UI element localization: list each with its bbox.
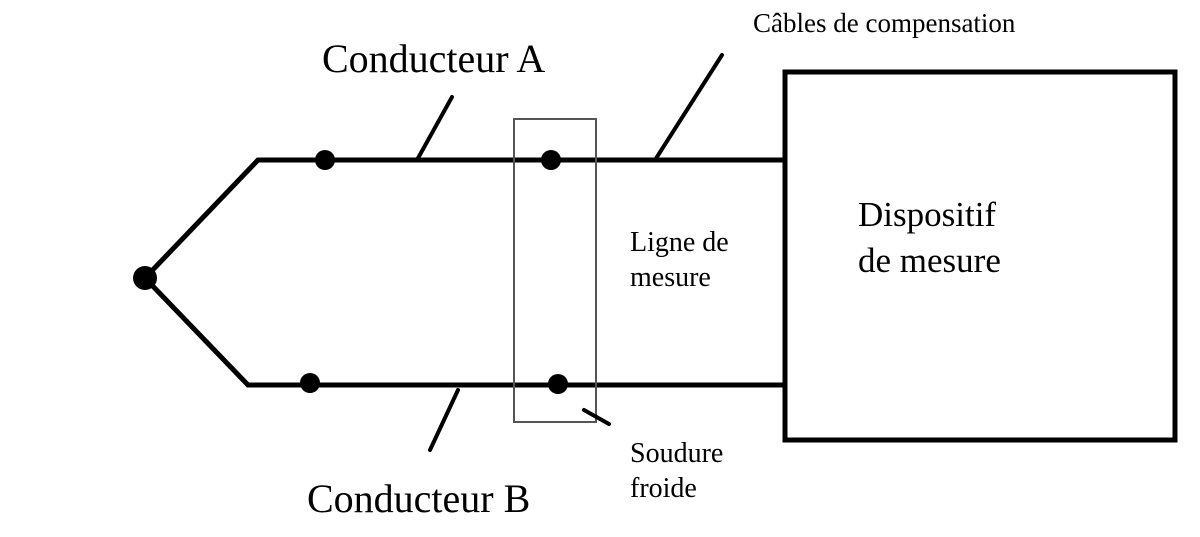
conductor-a-leader xyxy=(415,95,454,162)
measuring-device-label-line2: de mesure xyxy=(858,241,1001,280)
conductor-b-leader xyxy=(428,388,460,452)
conductor-b-wire xyxy=(142,275,788,388)
compensation-leader xyxy=(653,53,724,162)
measuring-line-label-line2: mesure xyxy=(630,262,711,293)
measuring-device-label-line1: Dispositif xyxy=(858,195,996,234)
compensation-cables-label: Câbles de compensation xyxy=(753,8,1016,38)
leader-lines xyxy=(415,53,724,452)
conductor-a-wire xyxy=(142,157,788,281)
cold-junction-leader xyxy=(582,408,611,426)
cold-junction-label-line1: Soudure xyxy=(630,438,723,469)
conductor-b-label: Conducteur B xyxy=(307,476,530,521)
conductor-a-label: Conducteur A xyxy=(322,36,545,81)
measuring-device-box xyxy=(782,69,1178,443)
cold-junction-b xyxy=(548,374,568,394)
junction-b1 xyxy=(300,373,320,393)
hot-junction xyxy=(133,266,157,290)
cold-junction-frame xyxy=(513,118,597,423)
cold-junction-label-line2: froide xyxy=(630,473,697,504)
cold-junction-a xyxy=(541,150,561,170)
junction-dots xyxy=(133,150,568,394)
wires xyxy=(142,157,788,388)
junction-a1 xyxy=(315,150,335,170)
measuring-line-label-line1: Ligne de xyxy=(630,227,729,258)
